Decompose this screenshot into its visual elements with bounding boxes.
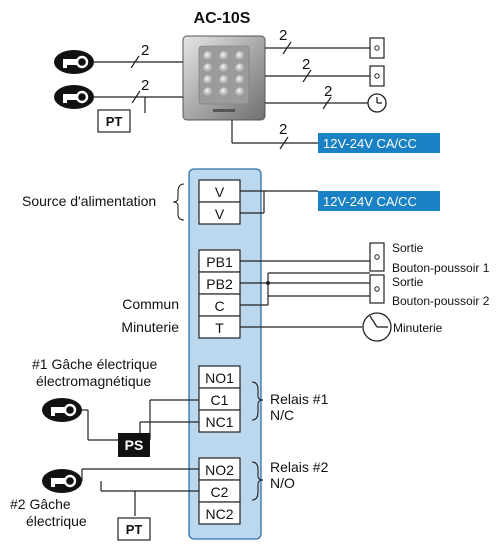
terminal-t: T [215, 320, 224, 336]
common-label: Commun [122, 296, 179, 312]
clock-icon [367, 93, 387, 113]
pushbutton-icon [369, 274, 385, 304]
terminal-c1: C1 [211, 392, 229, 408]
terminal-no2: NO2 [205, 462, 234, 478]
power-label-box [318, 191, 440, 211]
exit-label: Sortie [392, 275, 424, 289]
ps-box [118, 433, 150, 457]
lock-icon [52, 48, 96, 76]
lock-icon [52, 83, 96, 111]
terminal-nc2: NC2 [205, 506, 233, 522]
pushbutton1-label: Bouton-poussoir 1 [392, 261, 490, 275]
wire-count-label: 2 [279, 27, 287, 44]
strike2-label: électrique [26, 513, 87, 529]
power-label-box [318, 133, 440, 153]
terminal-nc1: NC1 [205, 414, 233, 430]
junction-dot [266, 281, 270, 285]
wire-count-label: 2 [141, 42, 149, 59]
brace [251, 461, 264, 501]
terminal-v1: V [215, 184, 225, 200]
wire-count-label: 2 [141, 77, 149, 94]
keypad-device [182, 35, 266, 121]
relay2-label: Relais #2 [270, 459, 329, 475]
pushbutton-icon [369, 242, 385, 272]
terminal-pb2: PB2 [206, 276, 233, 292]
power-label: 12V-24V CA/CC [323, 136, 417, 151]
wire-count-label: 2 [324, 83, 332, 100]
terminal-c2: C2 [211, 484, 229, 500]
brace [251, 381, 264, 421]
brace [172, 183, 185, 221]
power-label: 12V-24V CA/CC [323, 194, 417, 209]
exit-label: Sortie [392, 241, 424, 255]
terminal-v2: V [215, 206, 225, 222]
lock-icon [40, 396, 84, 424]
power-source-label: Source d'alimentation [22, 193, 156, 209]
clock-icon [362, 312, 392, 342]
pushbutton2-label: Bouton-poussoir 2 [392, 294, 490, 308]
relay1-type: N/C [270, 407, 294, 423]
strike2-label: #2 Gâche [10, 496, 71, 512]
pushbutton-icon [369, 37, 385, 59]
terminal-c: C [214, 298, 224, 314]
terminal-no1: NO1 [205, 370, 234, 386]
wire-count-label: 2 [279, 121, 287, 138]
terminal-pb1: PB1 [206, 254, 233, 270]
pt-label: PT [106, 114, 123, 129]
relay1-label: Relais #1 [270, 391, 329, 407]
pt-label: PT [126, 522, 143, 537]
pushbutton-icon [369, 65, 385, 87]
timer-left-label: Minuterie [121, 319, 179, 335]
pt-box [117, 517, 151, 541]
ps-label: PS [125, 437, 144, 453]
relay2-type: N/O [270, 475, 295, 491]
strike1-label: électromagnétique [36, 373, 151, 389]
strike1-label: #1 Gâche électrique [32, 356, 158, 372]
device-title: AC-10S [194, 10, 251, 27]
lock-icon [40, 467, 84, 495]
pt-box [97, 109, 131, 133]
timer-right-label: Minuterie [393, 321, 443, 335]
wire-count-label: 2 [302, 56, 310, 73]
